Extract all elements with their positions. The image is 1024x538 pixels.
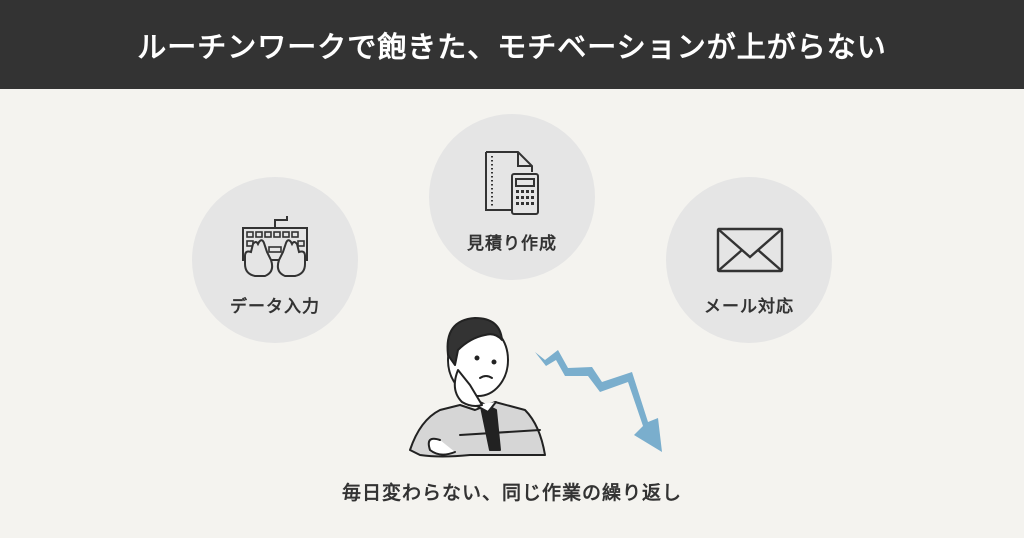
task-estimate: 見積り作成 [429,114,595,280]
worried-businessman-illustration [409,317,662,458]
task-email: メール対応 [666,177,832,343]
task-label: 見積り作成 [467,234,557,254]
document-calculator-icon [485,151,539,215]
page-title: ルーチンワークで飽きた、モチベーションが上がらない [137,29,887,64]
task-label: データ入力 [230,297,320,317]
downward-trend-arrow [535,350,662,452]
envelope-icon [716,227,784,273]
keyboard-typing-icon [242,216,308,277]
header-banner: ルーチンワークで飽きた、モチベーションが上がらない [0,0,1024,89]
task-data-entry: データ入力 [192,177,358,343]
task-label: メール対応 [704,297,794,317]
caption: 毎日変わらない、同じ作業の繰り返し [341,482,682,504]
businessman-figure [409,317,546,458]
